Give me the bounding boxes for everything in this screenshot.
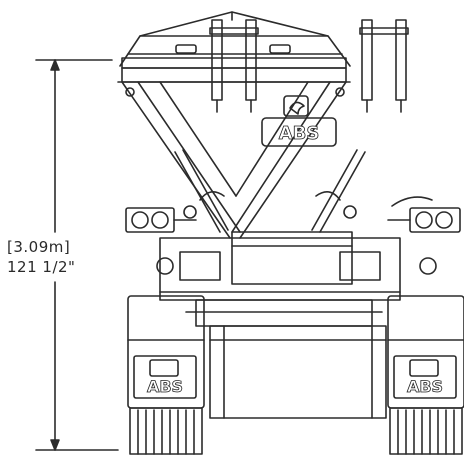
left-side-lamps xyxy=(125,207,197,233)
lower-chassis xyxy=(156,237,437,419)
hopper-logo-text: ABS xyxy=(279,123,320,144)
height-imperial-label: 121 1/2" xyxy=(6,258,77,276)
diagonal-struts xyxy=(174,149,366,233)
height-metric-label: [3.09m] xyxy=(6,238,72,256)
hopper-body xyxy=(121,81,353,285)
hopper-logo-top xyxy=(261,95,337,147)
right-wheel-assembly xyxy=(387,295,464,455)
hopper-roof xyxy=(117,11,351,83)
roof-posts xyxy=(125,19,409,113)
height-dimension-line xyxy=(35,59,119,451)
right-mudflap-logo-text: ABS xyxy=(407,377,443,396)
right-side-lamps xyxy=(387,196,461,233)
left-mudflap-logo-text: ABS xyxy=(147,377,183,396)
left-wheel-assembly xyxy=(127,295,205,455)
height-metric-value: 3.09m xyxy=(13,238,64,256)
